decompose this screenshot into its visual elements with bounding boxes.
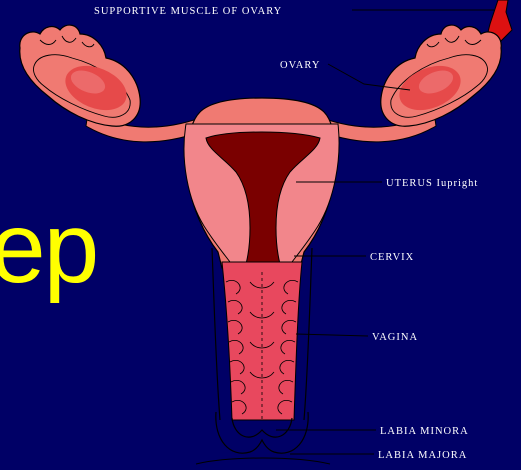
vaginal-outer-wall-left [212, 248, 220, 420]
label-labia-majora: LABIA MAJORA [378, 450, 467, 461]
labia-base [196, 458, 330, 464]
label-supportive-muscle: SUPPORTIVE MUSCLE OF OVARY [94, 6, 282, 17]
label-labia-minora: LABIA MINORA [380, 426, 469, 437]
label-uterus: UTERUS Iupright [386, 178, 478, 189]
label-cervix: CERVIX [370, 252, 414, 263]
label-vagina: VAGINA [372, 332, 418, 343]
labia-minora [232, 418, 292, 437]
label-ovary: OVARY [280, 60, 320, 71]
